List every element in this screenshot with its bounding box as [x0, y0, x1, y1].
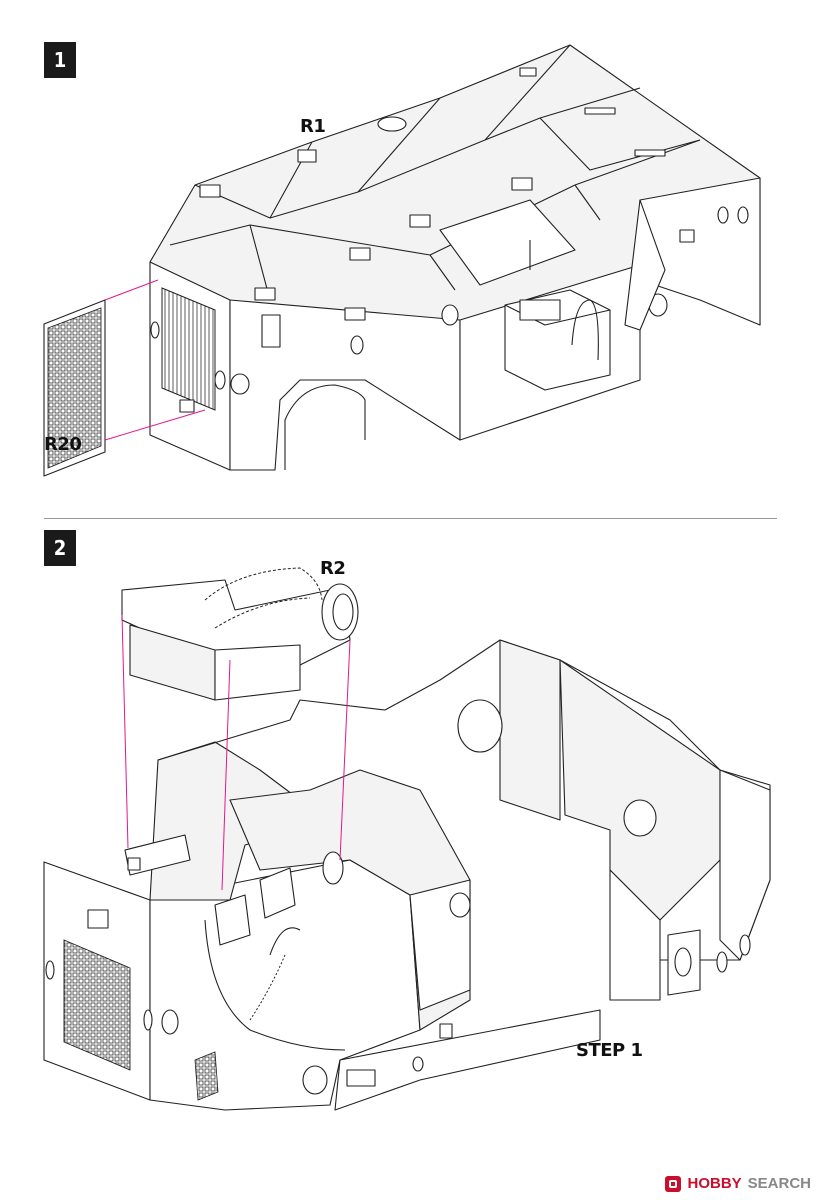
side-plate — [346, 1069, 376, 1087]
round-port — [449, 892, 471, 918]
guide-line-r2-1 — [121, 614, 129, 849]
step-number-1: 1 — [53, 48, 67, 72]
rear-port — [441, 304, 459, 326]
battery-top — [519, 299, 561, 321]
rear-light — [737, 206, 749, 224]
part-label-r2: R2 — [320, 558, 346, 579]
hatch — [344, 307, 366, 321]
part-label-r1: R1 — [300, 116, 326, 137]
step1-hull-drawing — [43, 44, 761, 477]
hatch — [297, 149, 317, 163]
cable-harness — [249, 954, 286, 1021]
deck-seam — [429, 254, 456, 291]
rear-compartment — [559, 659, 721, 921]
hatch — [254, 287, 276, 301]
bulkhead-notch — [214, 894, 251, 946]
front-hatch — [87, 909, 109, 929]
battery-strap — [571, 299, 599, 361]
hatch-slot — [634, 149, 666, 157]
cable-run — [269, 927, 301, 956]
side-port — [161, 1009, 179, 1035]
step-number-badge-1: 1 — [44, 42, 76, 78]
side-bolt-plate — [439, 1023, 453, 1039]
rear-bulkhead-inner — [499, 639, 561, 821]
front-light — [45, 960, 55, 980]
hobby-search-logo-icon — [665, 1175, 682, 1192]
rear-right-wall — [719, 769, 771, 961]
hatch-slot — [584, 107, 616, 115]
radiator-louvres — [161, 287, 216, 411]
round-port — [457, 699, 503, 753]
side-hook — [350, 335, 364, 355]
bulkhead-notch — [259, 867, 296, 919]
guide-line-r2-2 — [221, 659, 231, 891]
r2-exhaust-inner — [332, 593, 354, 631]
rear-light — [739, 934, 751, 956]
side-grille — [261, 314, 281, 348]
wheel-arch — [204, 919, 346, 1051]
wheel-arch — [284, 384, 366, 470]
step-reference-label: STEP 1 — [576, 1040, 643, 1061]
light-housing — [150, 321, 160, 339]
side-light — [143, 1009, 153, 1031]
step2-hull-drawing — [43, 567, 771, 1111]
watermark: HOBBY SEARCH — [665, 1175, 811, 1192]
r2-hoses — [204, 567, 323, 629]
side-grille — [194, 1051, 219, 1101]
guide-line-r2-3 — [339, 639, 351, 861]
guide-line-r20-bottom — [104, 409, 206, 441]
hatch — [511, 177, 533, 191]
watermark-brand: HOBBY — [687, 1175, 742, 1192]
step-divider — [44, 518, 777, 519]
hatch — [519, 67, 537, 77]
open-compartment — [439, 199, 576, 286]
deck-seam — [574, 184, 601, 221]
side-bolt — [412, 1056, 424, 1072]
rear-light — [717, 206, 729, 224]
rear-light — [716, 951, 728, 973]
hull-side-strip — [334, 1009, 601, 1111]
round-port — [623, 799, 657, 837]
hatch-round — [377, 116, 407, 132]
battery-box-edge — [504, 304, 611, 326]
r2-engine-side — [214, 644, 301, 701]
part-label-r20: R20 — [44, 434, 82, 455]
rear-hook — [674, 947, 692, 977]
rear-wall-lower — [609, 869, 661, 1001]
tow-hook — [302, 1065, 328, 1095]
front-slot — [179, 399, 195, 413]
rear-plate — [679, 229, 695, 243]
hatch — [349, 247, 371, 261]
hatch — [409, 214, 431, 228]
r20-mesh — [47, 307, 102, 469]
front-mesh-panel — [63, 939, 131, 1071]
round-port — [322, 851, 344, 885]
step-number-badge-2: 2 — [44, 530, 76, 566]
guide-line-r20-top — [104, 279, 159, 301]
watermark-search: SEARCH — [747, 1175, 811, 1192]
hatch — [199, 184, 221, 198]
tow-eye — [214, 370, 226, 390]
side-port — [230, 373, 250, 395]
rear-fender — [624, 199, 666, 331]
step-number-2: 2 — [53, 536, 67, 560]
small-block — [127, 857, 141, 871]
